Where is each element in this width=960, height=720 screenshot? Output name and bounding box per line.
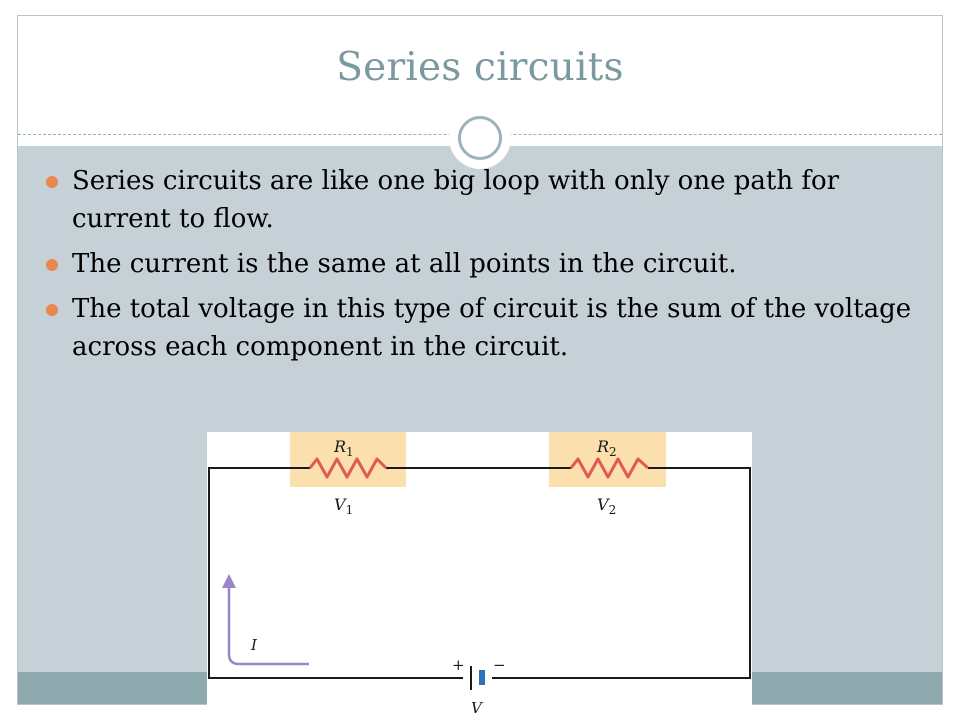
- resistor-2-label: R2: [596, 437, 617, 459]
- current-arrowhead-icon: [222, 574, 236, 588]
- bullet-dot-icon: [46, 304, 58, 316]
- series-circuit-diagram: R1 V1 R2 V2 I + − V: [207, 432, 752, 720]
- bullet-item: The total voltage in this type of circui…: [46, 290, 916, 366]
- voltage-1-label: V1: [334, 495, 353, 517]
- resistor-1-subscript: 1: [346, 445, 354, 459]
- bullet-list: Series circuits are like one big loop wi…: [46, 162, 916, 373]
- voltage-1-subscript: 1: [346, 503, 354, 517]
- bullet-item: Series circuits are like one big loop wi…: [46, 162, 916, 238]
- battery-plus-label: +: [452, 656, 465, 674]
- circuit-wire-right: [492, 467, 751, 679]
- battery-cell-icon: [479, 670, 485, 685]
- bullet-dot-icon: [46, 176, 58, 188]
- battery-gap: [464, 668, 491, 688]
- resistor-2-icon: [569, 457, 650, 479]
- bullet-text: The total voltage in this type of circui…: [72, 294, 912, 362]
- circuit-wire-top: [208, 467, 463, 679]
- battery-voltage-label: V: [471, 699, 484, 717]
- bullet-text: Series circuits are like one big loop wi…: [72, 166, 840, 234]
- current-arrow-icon: [227, 582, 309, 666]
- resistor-2-subscript: 2: [609, 445, 617, 459]
- battery-minus-label: −: [493, 656, 506, 674]
- divider-ring-inner: [458, 116, 502, 160]
- voltage-2-label: V2: [597, 495, 616, 517]
- bullet-text: The current is the same at all points in…: [72, 249, 737, 279]
- bullet-item: The current is the same at all points in…: [46, 245, 916, 283]
- resistor-1-icon: [308, 457, 388, 479]
- current-label: I: [250, 636, 258, 654]
- resistor-1-highlight: [290, 432, 406, 487]
- slide-title: Series circuits: [336, 45, 624, 90]
- voltage-2-subscript: 2: [609, 503, 617, 517]
- bullet-dot-icon: [46, 259, 58, 271]
- resistor-1-label: R1: [333, 437, 354, 459]
